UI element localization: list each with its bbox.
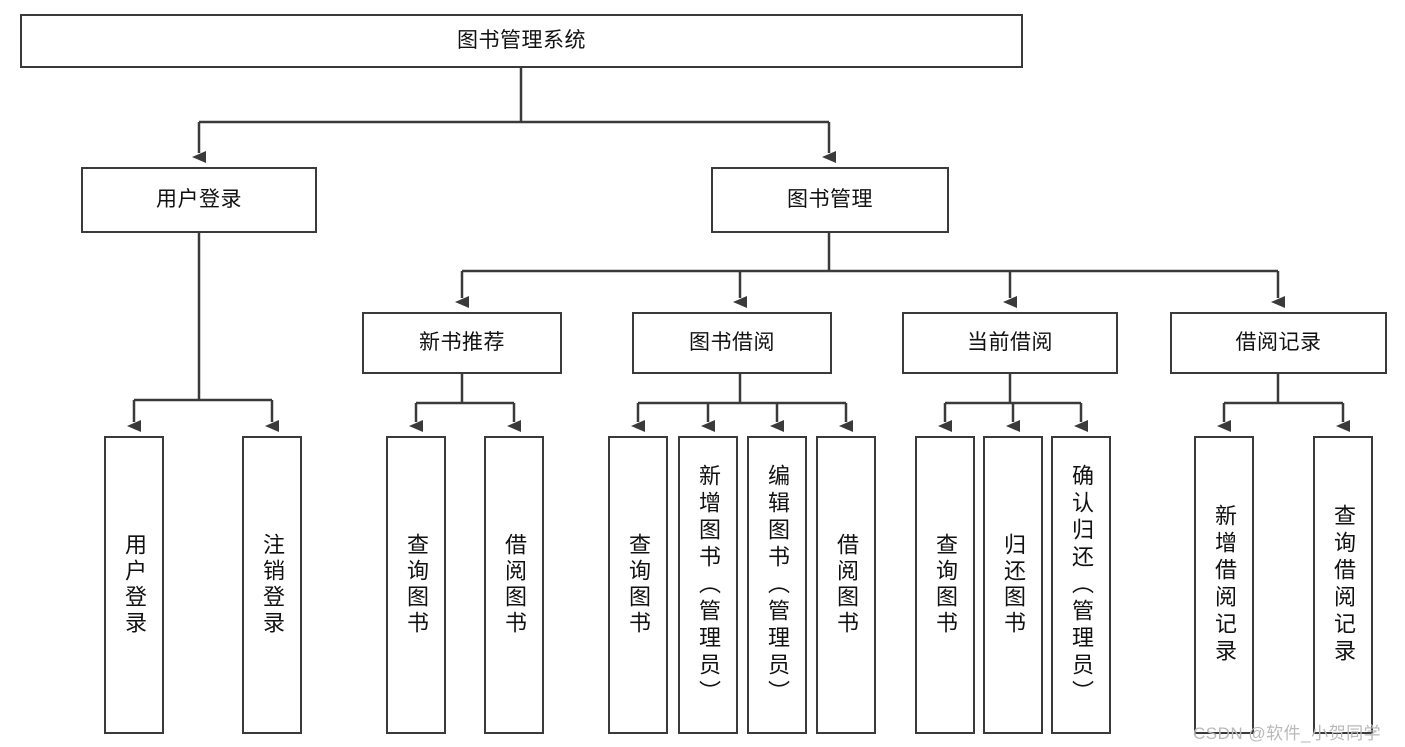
leaf-query-book-borrow-label: 查询图书 — [626, 533, 651, 637]
leaf-query-book-current-label: 查询图书 — [933, 533, 958, 637]
leaf-add-borrow-record-label: 新增借阅记录 — [1212, 504, 1237, 666]
leaf-borrow-book-label: 借阅图书 — [834, 533, 859, 637]
leaf-add-book-admin[interactable]: 新增图书（管理员） — [678, 436, 738, 734]
leaf-query-book-borrow[interactable]: 查询图书 — [608, 436, 668, 734]
leaf-borrow-book[interactable]: 借阅图书 — [816, 436, 876, 734]
leaf-confirm-return-admin[interactable]: 确认归还（管理员） — [1051, 436, 1111, 734]
node-new-book-recommend-label: 新书推荐 — [419, 330, 505, 354]
leaf-user-login-label: 用户登录 — [122, 533, 147, 637]
leaf-borrow-book-recommend[interactable]: 借阅图书 — [484, 436, 544, 734]
node-book-management[interactable]: 图书管理 — [711, 167, 949, 233]
leaf-add-book-admin-label: 新增图书（管理员） — [696, 463, 721, 707]
node-book-borrow[interactable]: 图书借阅 — [632, 312, 832, 374]
leaf-edit-book-admin[interactable]: 编辑图书（管理员） — [747, 436, 807, 734]
leaf-query-book-recommend-label: 查询图书 — [404, 533, 429, 637]
leaf-query-book-current[interactable]: 查询图书 — [915, 436, 975, 734]
csdn-watermark: CSDN @软件_小贺同学 — [1193, 724, 1382, 743]
node-root-label: 图书管理系统 — [457, 28, 586, 52]
leaf-query-borrow-record[interactable]: 查询借阅记录 — [1313, 436, 1373, 734]
node-user-login-label: 用户登录 — [156, 187, 242, 211]
leaf-return-book-label: 归还图书 — [1001, 533, 1026, 637]
leaf-logout[interactable]: 注销登录 — [242, 436, 302, 734]
leaf-confirm-return-admin-label: 确认归还（管理员） — [1069, 463, 1094, 707]
leaf-add-borrow-record[interactable]: 新增借阅记录 — [1194, 436, 1254, 734]
leaf-user-login[interactable]: 用户登录 — [104, 436, 164, 734]
leaf-edit-book-admin-label: 编辑图书（管理员） — [765, 463, 790, 707]
node-new-book-recommend[interactable]: 新书推荐 — [362, 312, 562, 374]
node-borrow-records[interactable]: 借阅记录 — [1170, 312, 1387, 374]
node-current-borrow[interactable]: 当前借阅 — [902, 312, 1118, 374]
leaf-query-borrow-record-label: 查询借阅记录 — [1331, 504, 1356, 666]
leaf-logout-label: 注销登录 — [260, 533, 285, 637]
node-borrow-records-label: 借阅记录 — [1235, 330, 1322, 354]
node-root[interactable]: 图书管理系统 — [20, 14, 1023, 68]
leaf-query-book-recommend[interactable]: 查询图书 — [386, 436, 446, 734]
leaf-return-book[interactable]: 归还图书 — [983, 436, 1043, 734]
node-book-borrow-label: 图书借阅 — [689, 330, 775, 354]
node-current-borrow-label: 当前借阅 — [967, 330, 1053, 354]
node-user-login[interactable]: 用户登录 — [81, 167, 317, 233]
node-book-management-label: 图书管理 — [787, 187, 873, 211]
leaf-borrow-book-recommend-label: 借阅图书 — [502, 533, 527, 637]
